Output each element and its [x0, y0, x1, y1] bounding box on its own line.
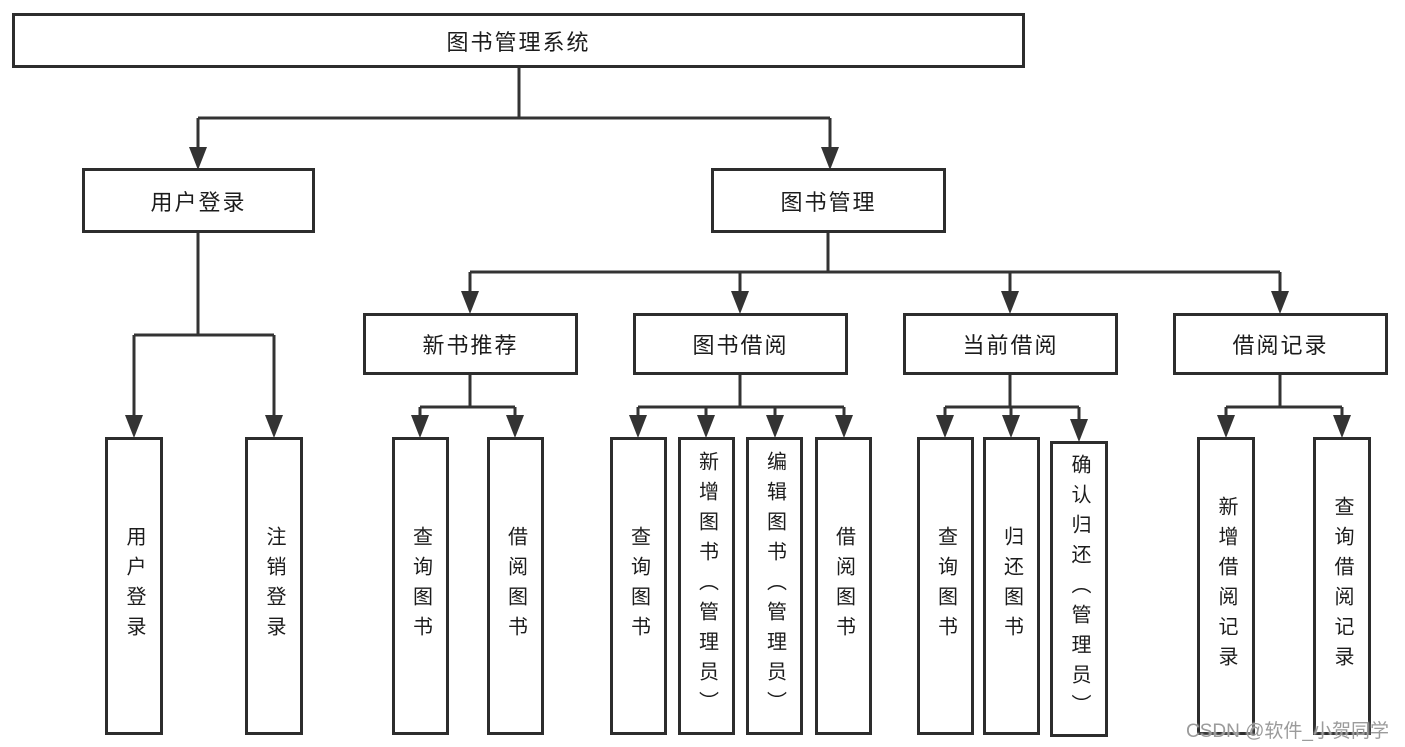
leaf-borrow-books-recommend: 借阅图书 [487, 437, 544, 735]
connector-new-book-recommend-children [411, 375, 524, 438]
leaf-return-books: 归还图书 [983, 437, 1040, 735]
connector-root-to-level2 [189, 68, 839, 170]
connector-book-management-children [461, 233, 1289, 314]
leaf-add-books-admin: 新增图书（管理员） [678, 437, 735, 735]
leaf-user-login: 用户登录 [105, 437, 163, 735]
leaf-logout: 注销登录 [245, 437, 303, 735]
node-user-login: 用户登录 [82, 168, 315, 233]
node-current-borrowing: 当前借阅 [903, 313, 1118, 375]
node-root: 图书管理系统 [12, 13, 1025, 68]
leaf-query-books-borrowing: 查询图书 [610, 437, 667, 735]
connector-borrowing-records-children [1217, 375, 1351, 438]
connector-book-borrowing-children [629, 375, 853, 438]
connector-current-borrowing-children [936, 375, 1088, 442]
node-book-management: 图书管理 [711, 168, 946, 233]
leaf-query-books-recommend: 查询图书 [392, 437, 449, 735]
leaf-query-borrow-record: 查询借阅记录 [1313, 437, 1371, 735]
leaf-confirm-return-admin: 确认归还（管理员） [1050, 441, 1108, 737]
leaf-query-books-current: 查询图书 [917, 437, 974, 735]
leaf-edit-books-admin: 编辑图书（管理员） [746, 437, 803, 735]
leaf-add-borrow-record: 新增借阅记录 [1197, 437, 1255, 735]
node-book-borrowing: 图书借阅 [633, 313, 848, 375]
node-new-book-recommend: 新书推荐 [363, 313, 578, 375]
leaf-borrow-books: 借阅图书 [815, 437, 872, 735]
connector-user-login-children [125, 233, 283, 438]
node-borrowing-records: 借阅记录 [1173, 313, 1388, 375]
watermark-text: CSDN @软件_小贺同学 [1186, 721, 1389, 742]
